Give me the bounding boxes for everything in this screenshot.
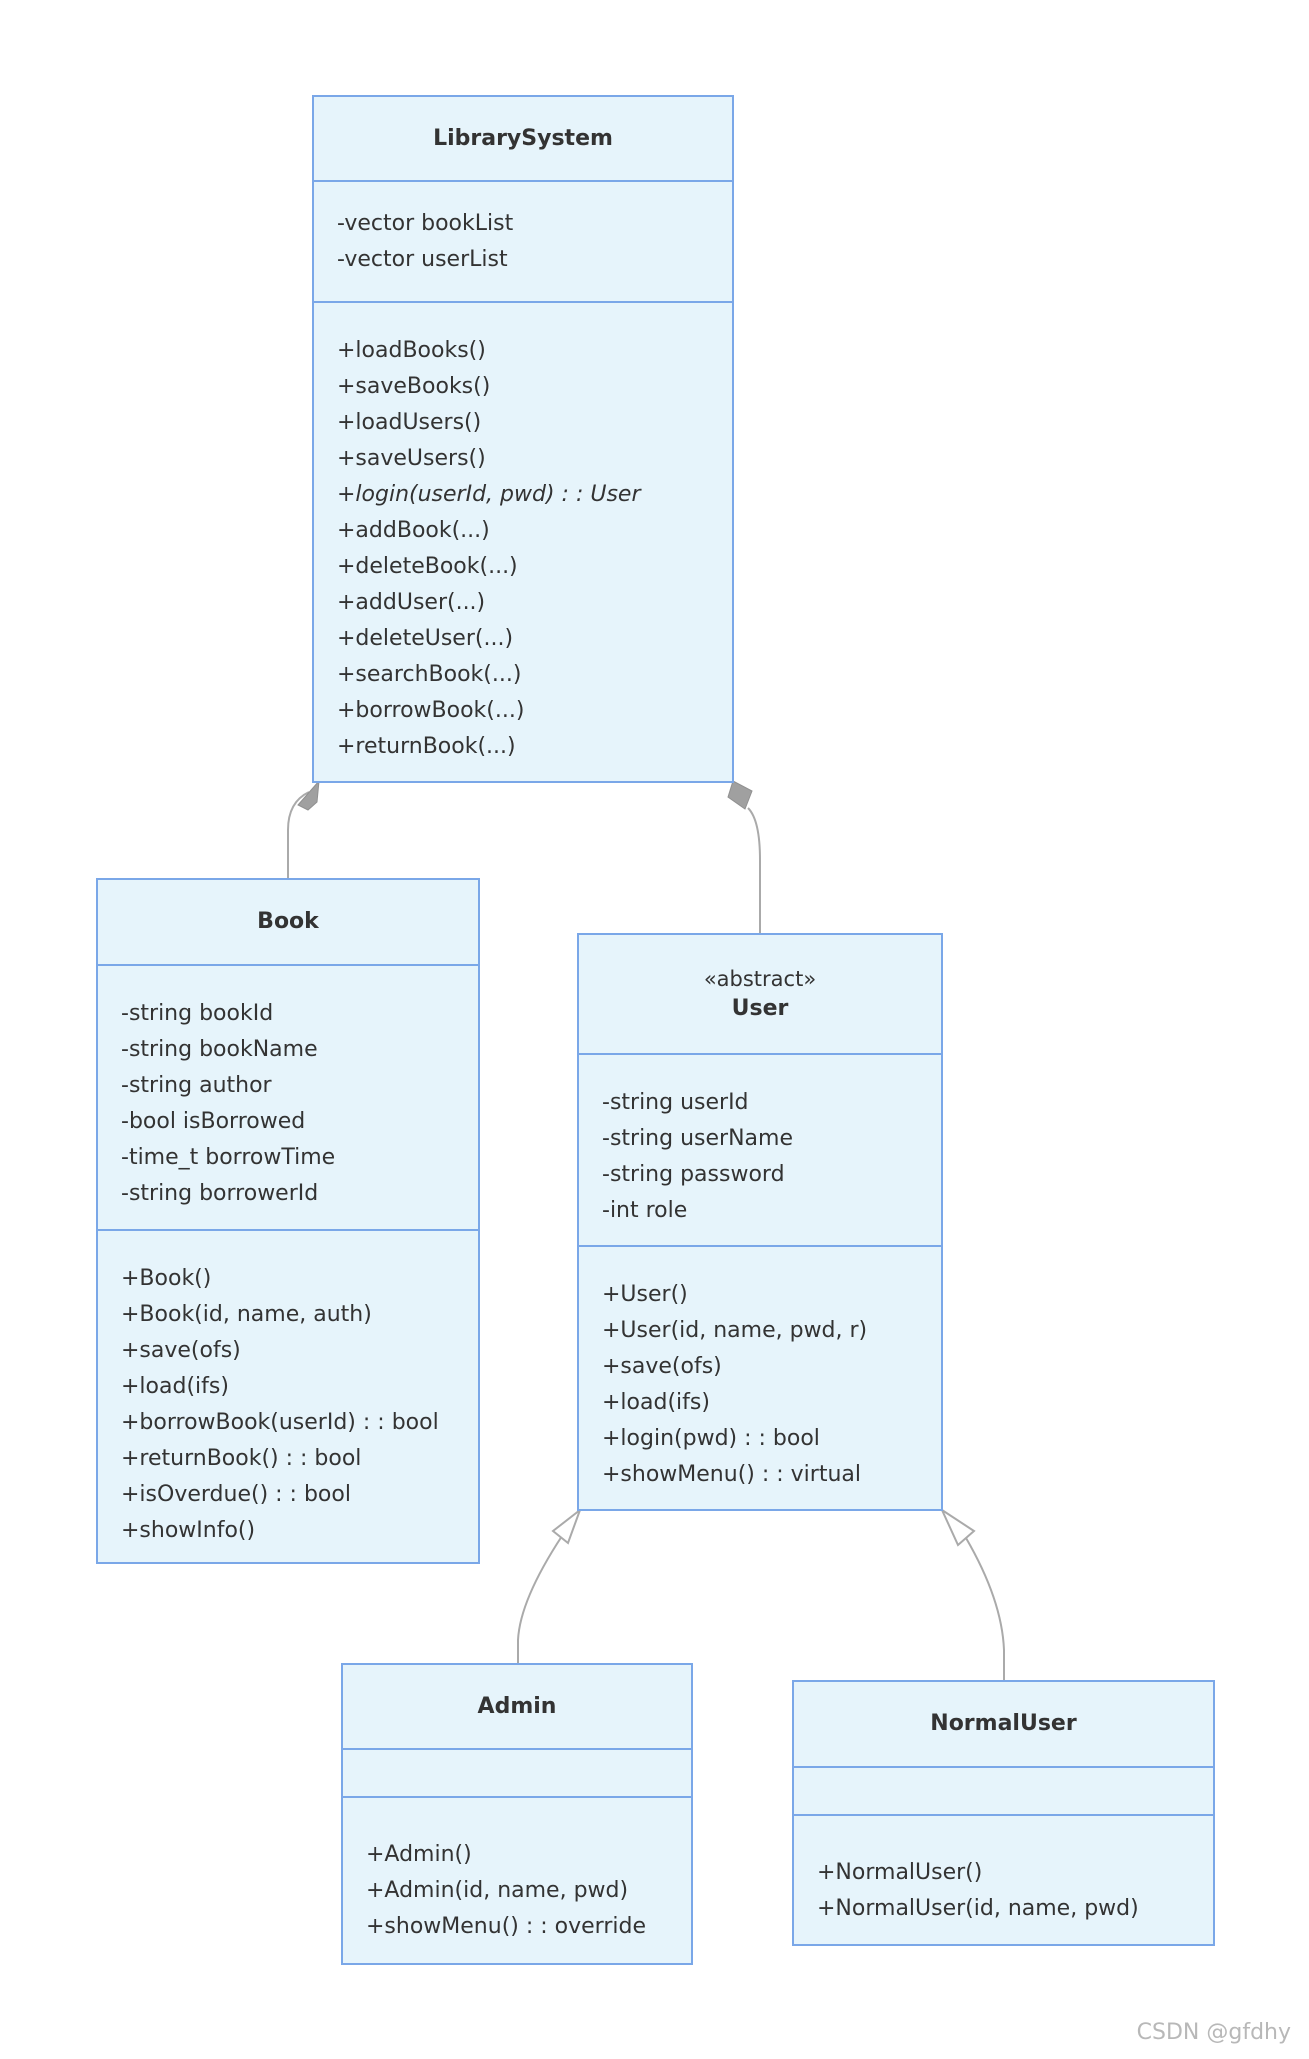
class-normal-user[interactable]: NormalUser +NormalUser() +NormalUser(id,…: [792, 1680, 1215, 1946]
class-name: Admin: [477, 1693, 557, 1719]
method: +save(ofs): [602, 1354, 722, 1379]
method: +Admin(id, name, pwd): [366, 1878, 629, 1903]
class-header: «abstract» User: [579, 935, 941, 1055]
class-user[interactable]: «abstract» User -string userId -string u…: [577, 933, 943, 1511]
composition-diamond-book: [297, 779, 320, 811]
attribute: -vector bookList: [337, 211, 514, 236]
inheritance-arrow-admin: [551, 1507, 583, 1545]
class-name: LibrarySystem: [433, 125, 613, 151]
class-book[interactable]: Book -string bookId -string bookName -st…: [96, 878, 480, 1564]
attribute: -vector userList: [337, 247, 508, 272]
method: +addUser(...): [337, 590, 486, 615]
method: +addBook(...): [337, 518, 490, 543]
class-header: Book: [98, 880, 478, 966]
attributes-section: -string userId -string userName -string …: [579, 1055, 941, 1247]
methods-section: +User() +User(id, name, pwd, r) +save(of…: [579, 1247, 941, 1493]
attribute: -time_t borrowTime: [121, 1145, 336, 1170]
method: +saveUsers(): [337, 446, 486, 471]
method: +Book(id, name, auth): [121, 1302, 372, 1327]
method: +login(pwd) : : bool: [602, 1426, 820, 1451]
method: +isOverdue() : : bool: [121, 1482, 351, 1507]
methods-section: +Book() +Book(id, name, auth) +save(ofs)…: [98, 1231, 478, 1549]
method-abstract: +login(userId, pwd) : : User: [337, 482, 641, 507]
attribute: -bool isBorrowed: [121, 1109, 306, 1134]
composition-edge-user: [747, 807, 761, 933]
inheritance-arrow-normaluser: [939, 1507, 976, 1547]
methods-section: +NormalUser() +NormalUser(id, name, pwd): [794, 1816, 1213, 1927]
method: +deleteBook(...): [337, 554, 518, 579]
method: +showInfo(): [121, 1518, 256, 1543]
method: +searchBook(...): [337, 662, 522, 687]
methods-section: +loadBooks() +saveBooks() +loadUsers() +…: [314, 303, 732, 765]
method: +returnBook() : : bool: [121, 1446, 362, 1471]
method: +showMenu() : : override: [366, 1914, 646, 1939]
method: +returnBook(...): [337, 734, 516, 759]
attributes-section: [343, 1750, 691, 1798]
method: +borrowBook(...): [337, 698, 525, 723]
attribute: -string password: [602, 1162, 785, 1187]
class-name: User: [731, 996, 789, 1021]
attributes-section: -string bookId -string bookName -string …: [98, 966, 478, 1231]
method: +load(ifs): [121, 1374, 229, 1399]
attributes-section: [794, 1768, 1213, 1816]
attribute: -string userId: [602, 1090, 749, 1115]
method: +showMenu() : : virtual: [602, 1462, 862, 1487]
class-name: Book: [257, 909, 319, 934]
method: +deleteUser(...): [337, 626, 514, 651]
composition-edge-book: [287, 791, 310, 878]
attribute: -string bookName: [121, 1037, 318, 1062]
watermark: CSDN @gfdhy: [1136, 2020, 1291, 2045]
attribute: -string userName: [602, 1126, 793, 1151]
method: +loadUsers(): [337, 410, 482, 435]
class-library-system[interactable]: LibrarySystem -vector bookList -vector u…: [312, 95, 734, 783]
method: +NormalUser(id, name, pwd): [817, 1896, 1139, 1921]
method: +load(ifs): [602, 1390, 710, 1415]
method: +NormalUser(): [817, 1860, 983, 1885]
method: +save(ofs): [121, 1338, 241, 1363]
method: +borrowBook(userId) : : bool: [121, 1410, 439, 1435]
class-name: NormalUser: [930, 1711, 1077, 1736]
method: +loadBooks(): [337, 338, 486, 363]
attribute: -string borrowerId: [121, 1181, 319, 1206]
class-header: Admin: [343, 1665, 691, 1750]
attribute: -int role: [602, 1198, 688, 1223]
inheritance-edge-normaluser: [965, 1537, 1005, 1680]
composition-diamond-user: [727, 780, 753, 810]
attributes-section: -vector bookList -vector userList: [314, 182, 732, 303]
method: +User(id, name, pwd, r): [602, 1318, 868, 1343]
method: +saveBooks(): [337, 374, 491, 399]
method: +User(): [602, 1282, 688, 1307]
method: +Admin(): [366, 1842, 472, 1867]
class-header: LibrarySystem: [314, 97, 732, 182]
method: +Book(): [121, 1266, 212, 1291]
attribute: -string bookId: [121, 1001, 274, 1026]
attribute: -string author: [121, 1073, 272, 1098]
class-admin[interactable]: Admin +Admin() +Admin(id, name, pwd) +sh…: [341, 1663, 693, 1965]
class-header: NormalUser: [794, 1682, 1213, 1768]
methods-section: +Admin() +Admin(id, name, pwd) +showMenu…: [343, 1798, 691, 1945]
inheritance-edge-admin: [517, 1535, 563, 1663]
class-stereotype: «abstract»: [703, 967, 817, 991]
